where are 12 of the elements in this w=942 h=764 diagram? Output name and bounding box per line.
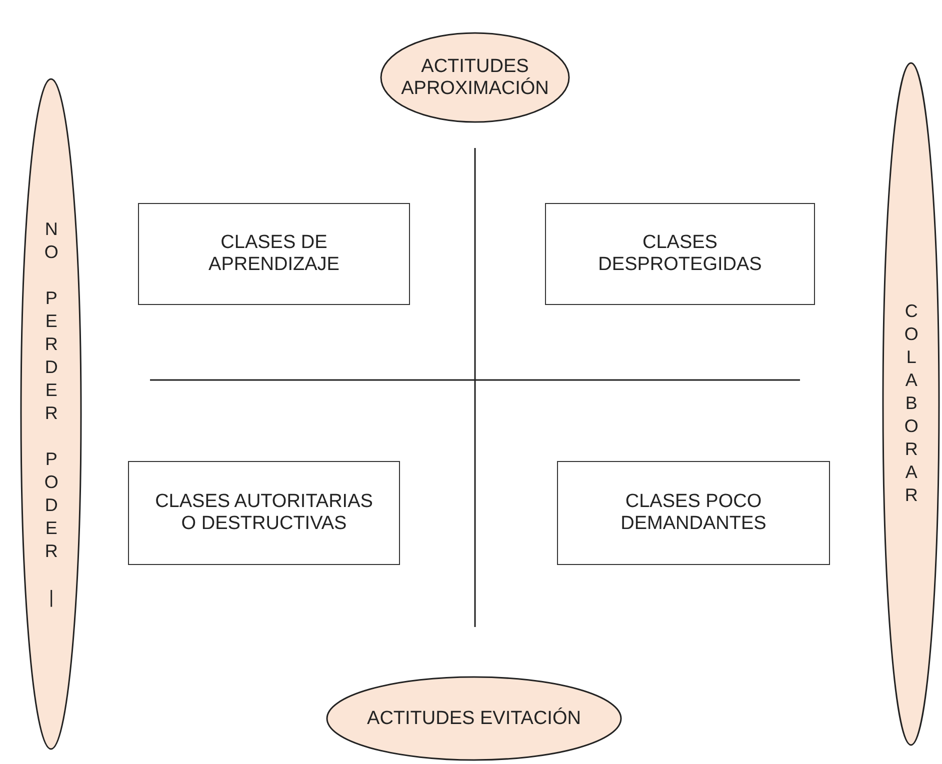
node-label: ACTITUDES EVITACIÓN	[367, 708, 581, 730]
node-label: CLASES POCO DEMANDANTES	[620, 491, 768, 535]
quadrant-box	[545, 203, 815, 305]
vertical-label: COLABORAR	[900, 300, 922, 508]
node-label: CLASES DE APRENDIZAJE	[208, 232, 340, 276]
node-label: CLASES AUTORITARIAS O DESTRUCTIVAS	[154, 491, 374, 535]
vertical-label: NO PERDER PODER |	[40, 218, 62, 610]
quadrant-box	[557, 461, 830, 565]
quadrant-box	[128, 461, 400, 565]
quadrant-box	[138, 203, 410, 305]
node-label: CLASES DESPROTEGIDAS	[597, 232, 763, 276]
node-label: ACTITUDES APROXIMACIÓN	[400, 56, 550, 100]
